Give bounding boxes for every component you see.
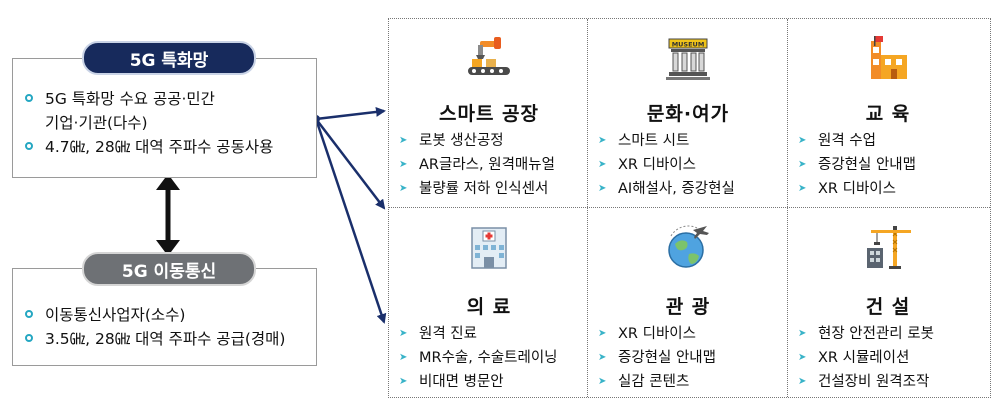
list-item: 5G 특화망 수요 공공·민간 bbox=[23, 87, 273, 111]
sector-title: 건 설 bbox=[865, 296, 911, 318]
list-item: 3.5㎓, 28㎓ 대역 주파수 공급(경매) bbox=[23, 327, 285, 351]
arrow-to-bottom-row bbox=[314, 118, 387, 324]
sector-items: 원격 수업 증강현실 안내맵 XR 디바이스 bbox=[796, 129, 916, 201]
crane-icon bbox=[867, 226, 911, 269]
list-item: AR글라스, 원격매뉴얼 bbox=[397, 153, 555, 177]
private-5g-bullets: 5G 특화망 수요 공공·민간 기업·기관(다수) 4.7㎓, 28㎓ 대역 주… bbox=[23, 87, 273, 159]
bullet-icon bbox=[25, 334, 33, 342]
sector-items: 원격 진료 MR수술, 수술트레이닝 비대면 병문안 bbox=[397, 322, 558, 394]
sector-education: 교 육 원격 수업 증강현실 안내맵 XR 디바이스 bbox=[788, 19, 988, 208]
list-item: AI해설사, 증강현실 bbox=[596, 177, 735, 201]
museum-sign: MUSEUM bbox=[672, 41, 705, 49]
list-item: 현장 안전관리 로봇 bbox=[796, 322, 934, 346]
list-item: XR 디바이스 bbox=[596, 322, 716, 346]
bullet-icon bbox=[25, 310, 33, 318]
sector-title: 교 육 bbox=[865, 103, 911, 125]
bidirectional-arrow bbox=[156, 174, 180, 256]
private-5g-label: 5G 특화망 bbox=[82, 41, 256, 75]
arrow-to-grid-middle bbox=[315, 118, 386, 210]
bullet-icon bbox=[25, 94, 33, 102]
list-item: 증강현실 안내맵 bbox=[596, 346, 716, 370]
list-item: XR 디바이스 bbox=[796, 177, 916, 201]
mobile-5g-label: 5G 이동통신 bbox=[82, 252, 256, 286]
list-item: XR 디바이스 bbox=[596, 153, 735, 177]
sector-title: 스마트 공장 bbox=[438, 103, 539, 125]
sector-items: 로봇 생산공정 AR글라스, 원격매뉴얼 불량률 저하 인식센서 bbox=[397, 129, 555, 201]
list-item: 4.7㎓, 28㎓ 대역 주파수 공동사용 bbox=[23, 135, 273, 159]
grid-divider bbox=[587, 19, 588, 397]
school-icon bbox=[871, 36, 907, 79]
list-item: 이동통신사업자(소수) bbox=[23, 303, 285, 327]
globe-plane-icon bbox=[668, 225, 709, 268]
list-item: 원격 수업 bbox=[796, 129, 916, 153]
list-item: XR 시뮬레이션 bbox=[796, 346, 934, 370]
sector-title: 의 료 bbox=[466, 296, 512, 318]
grid-divider bbox=[389, 207, 990, 208]
mobile-5g-bullets: 이동통신사업자(소수) 3.5㎓, 28㎓ 대역 주파수 공급(경매) bbox=[23, 303, 285, 351]
sector-grid: 스마트 공장 로봇 생산공정 AR글라스, 원격매뉴얼 불량률 저하 인식센서 … bbox=[388, 18, 991, 398]
list-item: 증강현실 안내맵 bbox=[796, 153, 916, 177]
list-item: 불량률 저하 인식센서 bbox=[397, 177, 555, 201]
museum-icon: MUSEUM bbox=[666, 38, 710, 80]
sector-smart-factory: 스마트 공장 로봇 생산공정 AR글라스, 원격매뉴얼 불량률 저하 인식센서 bbox=[389, 19, 589, 208]
list-item: 스마트 시트 bbox=[596, 129, 735, 153]
sector-medical: 의 료 원격 진료 MR수술, 수술트레이닝 비대면 병문안 bbox=[389, 208, 589, 397]
private-5g-box: 5G 특화망 수요 공공·민간 기업·기관(다수) 4.7㎓, 28㎓ 대역 주… bbox=[12, 58, 317, 178]
grid-divider bbox=[787, 19, 788, 397]
list-item: 비대면 병문안 bbox=[397, 370, 558, 394]
sector-items: 스마트 시트 XR 디바이스 AI해설사, 증강현실 bbox=[596, 129, 735, 201]
sector-items: 현장 안전관리 로봇 XR 시뮬레이션 건설장비 원격조작 bbox=[796, 322, 934, 394]
arrow-to-top-row bbox=[315, 106, 386, 121]
sector-title: 문화·여가 bbox=[646, 103, 730, 125]
robot-arm-icon bbox=[468, 37, 510, 75]
list-item: 원격 진료 bbox=[397, 322, 558, 346]
list-item: 기업·기관(다수) bbox=[45, 114, 148, 132]
hospital-icon bbox=[471, 227, 507, 269]
list-item: 건설장비 원격조작 bbox=[796, 370, 934, 394]
list-item: 실감 콘텐츠 bbox=[596, 370, 716, 394]
list-item: MR수술, 수술트레이닝 bbox=[397, 346, 558, 370]
bullet-icon bbox=[25, 142, 33, 150]
sector-title: 관 광 bbox=[665, 296, 711, 318]
sector-culture: MUSEUM 문화·여가 스마트 시트 XR 디바이스 AI해설사, 증강현실 bbox=[588, 19, 788, 208]
list-item: 로봇 생산공정 bbox=[397, 129, 555, 153]
sector-items: XR 디바이스 증강현실 안내맵 실감 콘텐츠 bbox=[596, 322, 716, 394]
sector-tourism: 관 광 XR 디바이스 증강현실 안내맵 실감 콘텐츠 bbox=[588, 208, 788, 397]
sector-construction: 건 설 현장 안전관리 로봇 XR 시뮬레이션 건설장비 원격조작 bbox=[788, 208, 988, 397]
